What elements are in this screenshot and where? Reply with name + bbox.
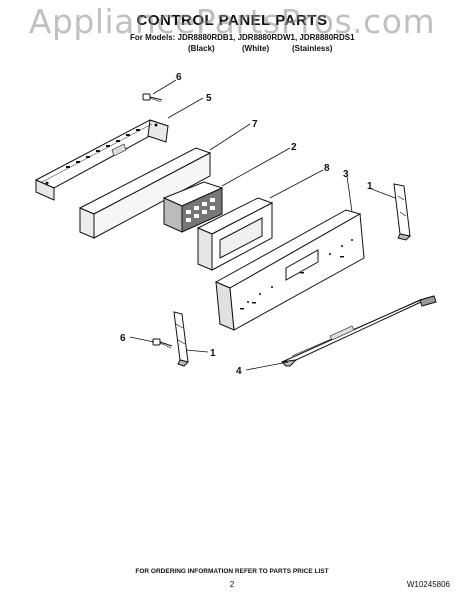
callout-part-1-right: 1 — [367, 181, 373, 192]
page-number: 2 — [229, 580, 235, 589]
callout-part-1-left: 1 — [210, 348, 216, 359]
part-2-electronic-control — [162, 181, 224, 233]
part-6-upper-screw — [142, 93, 163, 103]
part-6-lower-screw — [152, 338, 173, 349]
part-1-right-end-cap — [393, 183, 412, 241]
finish-stainless: (Stainless) — [292, 44, 333, 53]
page-title: CONTROL PANEL PARTS — [136, 12, 328, 29]
watermark: AppliancePartsPros.com — [28, 2, 436, 41]
finish-black: (Black) — [188, 44, 215, 53]
callout-part-6-lower: 6 — [120, 333, 126, 344]
callout-part-7: 7 — [252, 119, 258, 130]
callout-part-8: 8 — [324, 163, 330, 174]
part-5-control-bracket — [34, 119, 170, 201]
models-line: For Models: JDR8880RDB1, JDR8880RDW1, JD… — [130, 33, 355, 42]
part-3-control-panel — [214, 209, 365, 331]
callout-part-6-upper: 6 — [176, 72, 182, 83]
finish-white: (White) — [242, 44, 270, 53]
callout-part-3: 3 — [343, 169, 349, 180]
part-7-insulation-strip — [78, 147, 212, 239]
part-4-trim-extrusion — [280, 295, 437, 367]
callout-part-2: 2 — [291, 142, 297, 153]
document-number: W10245806 — [406, 580, 450, 589]
ordering-footer: FOR ORDERING INFORMATION REFER TO PARTS … — [135, 568, 329, 575]
callout-part-4: 4 — [236, 366, 242, 377]
part-8-display-bezel — [196, 197, 274, 271]
part-1-left-end-cap — [173, 311, 189, 367]
callout-part-5: 5 — [206, 93, 212, 104]
callout-leaders — [129, 79, 396, 371]
